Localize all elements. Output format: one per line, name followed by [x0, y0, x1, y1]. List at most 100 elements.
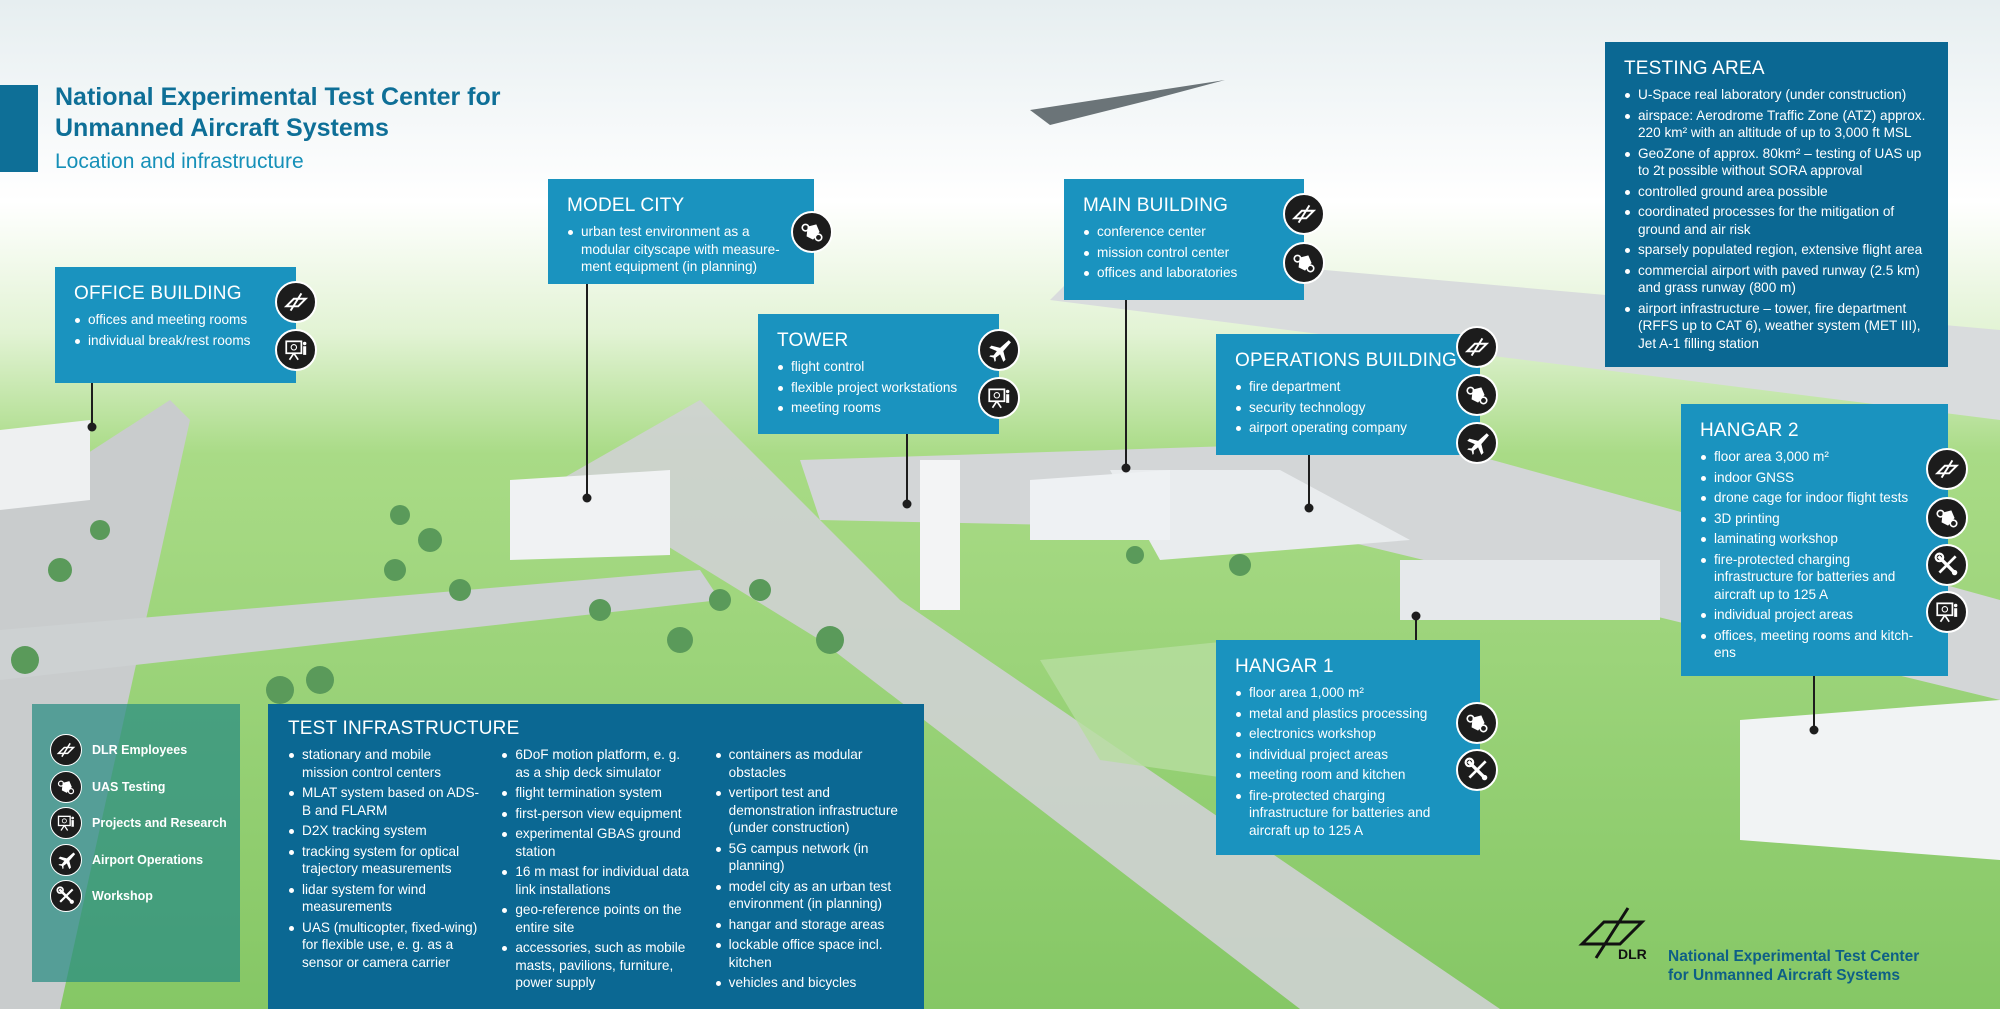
airport-operations-icon	[978, 329, 1020, 371]
list-item: vehicles and bicycles	[715, 974, 906, 992]
connector-hangar2	[1813, 676, 1815, 730]
legend-label: Airport Operations	[92, 852, 204, 867]
list-item: laminating workshop	[1700, 530, 1930, 548]
list-item: lidar system for wind measurements	[288, 881, 479, 916]
list-item: meeting rooms	[777, 399, 981, 417]
list-item: security technology	[1235, 399, 1462, 417]
box-title: TESTING AREA	[1624, 58, 1765, 79]
list-item: offices and meeting rooms	[74, 311, 278, 329]
connector-tower	[906, 434, 908, 504]
dlr-employees-icon	[1456, 326, 1498, 368]
list-item: 16 m mast for individual data link insta…	[501, 863, 692, 898]
connector-dot	[1809, 725, 1819, 735]
box-title: HANGAR 2	[1700, 420, 1799, 441]
list-item: 5G campus network (in planning)	[715, 840, 906, 875]
list-item: UAS (multicopter, fixed-wing) for flexib…	[288, 919, 479, 972]
list-item: flight termination system	[501, 784, 692, 802]
list-item: model city as an urban test environment …	[715, 878, 906, 913]
legend-item: UAS Testing	[50, 770, 166, 803]
list-item: accessories, such as mobile masts, pavil…	[501, 939, 692, 992]
footer-line-1: National Experimental Test Center	[1668, 948, 1920, 965]
workshop-icon	[50, 880, 82, 912]
legend-label: Projects and Research	[92, 816, 227, 830]
list-item: fire-protected charging infrastructure f…	[1700, 551, 1930, 604]
legend-item: Projects and Research	[50, 807, 227, 839]
test-infrastructure-box: TEST INFRASTRUCTURE stationary and mobil…	[268, 704, 924, 1009]
list-item: first-person view equipment	[501, 805, 692, 823]
list-item: fire-protected charging infrastructure f…	[1235, 787, 1462, 840]
page-title: National Experimental Test Center for Un…	[55, 83, 501, 142]
list-item: individual project areas	[1235, 746, 1462, 764]
page-subtitle: Location and infrastructure	[55, 150, 304, 173]
box-title: OPERATIONS BUILDING	[1235, 350, 1457, 371]
list-item: D2X tracking system	[288, 822, 479, 840]
box-list: urban test environment as a modular city…	[567, 223, 796, 276]
list-item: containers as modular obstacles	[715, 746, 906, 781]
list-item: experimental GBAS ground station	[501, 825, 692, 860]
box-title: OFFICE BUILDING	[74, 283, 242, 304]
connector-dot	[1304, 503, 1314, 513]
legend-label: UAS Testing	[92, 779, 166, 794]
dlr-employees-icon	[1926, 448, 1968, 490]
uas-testing-icon	[50, 770, 82, 803]
list-item: vertiport test and demonstration infrast…	[715, 784, 906, 837]
box-list: floor area 3,000 m² indoor GNSS drone cage…	[1700, 448, 1930, 662]
list-item: controlled ground area possible	[1624, 183, 1930, 201]
connector-dot	[1121, 463, 1131, 473]
list-item: 3D printing	[1700, 510, 1930, 528]
list-item: airport infrastructure – tower, fire dep…	[1624, 300, 1930, 353]
list-item: floor area 3,000 m²	[1700, 448, 1930, 466]
connector-operations	[1308, 455, 1310, 508]
connector-hangar1	[1415, 616, 1417, 640]
infrastructure-column: 6DoF motion platform, e. g. as a ship de…	[501, 746, 692, 995]
list-item: meeting room and kitchen	[1235, 766, 1462, 784]
list-item: drone cage for indoor flight tests	[1700, 489, 1930, 507]
list-item: 6DoF motion platform, e. g. as a ship de…	[501, 746, 692, 781]
box-title: TOWER	[777, 330, 849, 351]
connector-office	[91, 383, 93, 427]
list-item: sparsely populated region, extensive fli…	[1624, 241, 1930, 259]
uas-testing-icon	[1456, 374, 1498, 416]
box-list: U-Space real laboratory (under construct…	[1624, 86, 1930, 352]
list-item: indoor GNSS	[1700, 469, 1930, 487]
box-title: MAIN BUILDING	[1083, 195, 1229, 216]
box-title: MODEL CITY	[567, 195, 685, 216]
list-item: fire department	[1235, 378, 1462, 396]
dlr-employees-icon	[275, 281, 317, 323]
operations-building-box: OPERATIONS BUILDING fire department securi…	[1216, 334, 1480, 455]
list-item: coordinated processes for the mitigation…	[1624, 203, 1930, 238]
list-item: airport operating company	[1235, 419, 1462, 437]
list-item: tracking system for optical trajectory m…	[288, 843, 479, 878]
airport-operations-icon	[1456, 422, 1498, 464]
list-item: lockable office space incl. kitchen	[715, 936, 906, 971]
projects-research-icon	[275, 329, 317, 371]
list-item: MLAT system based on ADS-B and FLARM	[288, 784, 479, 819]
list-item: urban test environment as a modular city…	[567, 223, 796, 276]
legend-item: Workshop	[50, 880, 153, 912]
dlr-employees-icon	[50, 734, 82, 766]
connector-dot	[902, 499, 912, 509]
uas-testing-icon	[1283, 242, 1325, 284]
connector-dot	[87, 422, 97, 432]
connector-dot	[1411, 611, 1421, 621]
hangar-2-box: HANGAR 2 floor area 3,000 m² indoor GNSS dr…	[1681, 404, 1948, 676]
list-item: flight control	[777, 358, 981, 376]
test-infrastructure-title: TEST INFRASTRUCTURE	[288, 718, 520, 739]
projects-research-icon	[50, 807, 82, 839]
box-title: HANGAR 1	[1235, 656, 1334, 677]
box-list: fire department security technology airpor…	[1235, 378, 1462, 437]
legend-label: Workshop	[92, 889, 153, 903]
list-item: individual break/rest rooms	[74, 332, 278, 350]
legend-item: Airport Operations	[50, 843, 204, 876]
projects-research-icon	[978, 377, 1020, 419]
uas-testing-icon	[1456, 702, 1498, 744]
model-city-box: MODEL CITY urban test environment as a mo…	[548, 179, 814, 284]
projects-research-icon	[1926, 591, 1968, 633]
